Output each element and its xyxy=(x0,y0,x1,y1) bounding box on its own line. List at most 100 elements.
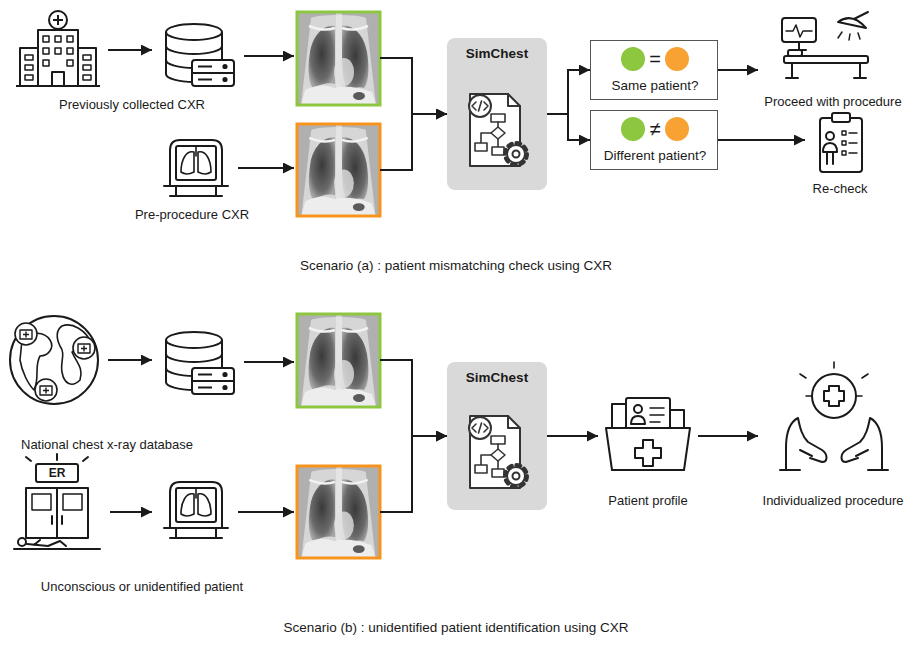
hospital-icon-part-part xyxy=(43,36,49,42)
globe-icon-part-part xyxy=(81,346,87,352)
care-hands-icon-part xyxy=(780,450,888,470)
flow-arrow-part xyxy=(108,49,152,51)
hospital-icon xyxy=(16,11,100,86)
xray-machine-icon xyxy=(164,482,228,538)
clipboard-icon-part-part xyxy=(842,151,846,155)
clipboard-icon-part xyxy=(842,131,857,155)
hospital-icon-part-part xyxy=(67,36,73,42)
care-hands-icon-part xyxy=(800,362,868,396)
relation-symbol: = xyxy=(649,47,661,71)
node-label: Individualized procedure xyxy=(763,492,904,510)
node-icon xyxy=(665,47,689,71)
hospital-icon-part-part xyxy=(55,36,61,42)
patient-folder-icon-part xyxy=(635,440,661,466)
flow-arrow-part xyxy=(108,359,152,361)
chest-xray-image-part xyxy=(297,12,380,105)
xray-machine-icon xyxy=(164,140,228,196)
emergency-room-icon-part xyxy=(32,494,51,510)
procedure-room-icon-part xyxy=(838,32,860,40)
globe-icon-part-part xyxy=(73,337,95,359)
source-row: National chest x-ray database xyxy=(6,308,380,456)
globe-icon-part xyxy=(15,323,95,401)
hospital-icon-part-part xyxy=(55,48,61,54)
clipboard-icon-part-part xyxy=(842,141,846,145)
connector-arrow xyxy=(380,114,447,170)
source-row: Previously collected CXR xyxy=(8,6,380,118)
emergency-room-icon-part xyxy=(18,538,26,546)
procedure-room-icon-part xyxy=(782,18,816,42)
globe-icon xyxy=(10,316,98,404)
node-icon xyxy=(665,117,689,141)
scenario-caption: Scenario (b) : unidentified patient iden… xyxy=(283,619,628,637)
outcome-step: Patient profile xyxy=(598,392,698,510)
connector-arrow xyxy=(547,435,598,437)
hospital-icon-part-part xyxy=(25,55,33,60)
node-label: Same patient? xyxy=(611,77,698,95)
globe-icon-part-part xyxy=(15,323,37,345)
emergency-room-icon-part xyxy=(36,464,78,482)
procedure-room-icon-part xyxy=(792,42,806,50)
outcome-step: Re-check xyxy=(805,110,875,202)
procedure-room-icon-part xyxy=(788,50,802,56)
care-hands-icon-part xyxy=(842,418,883,470)
hospital-icon-part xyxy=(20,48,38,86)
hospital-icon-part-part xyxy=(83,55,91,60)
emergency-room-icon-part xyxy=(63,494,82,510)
emergency-room-icon xyxy=(14,454,100,549)
procedure-room-icon-part xyxy=(838,18,866,28)
connector-arrow xyxy=(718,69,758,71)
node-icon xyxy=(469,94,527,166)
patient-folder-icon-part xyxy=(650,408,664,422)
connector-arrow xyxy=(547,70,590,114)
clipboard-icon-part xyxy=(823,143,837,152)
globe-icon-part xyxy=(10,316,98,404)
connector-arrow xyxy=(380,436,447,512)
connector-arrow xyxy=(547,114,590,140)
flow-arrow-part xyxy=(244,55,294,57)
hospital-icon-part xyxy=(78,48,96,86)
model-box: SimChest xyxy=(447,362,547,510)
emergency-room-icon-part xyxy=(27,540,66,546)
hospital-icon-part-part xyxy=(43,48,49,54)
hospital-icon-part-part xyxy=(83,75,91,80)
hospital-icon-part xyxy=(16,85,100,87)
node-icon xyxy=(469,416,527,488)
node-label: Proceed with procedure xyxy=(764,93,901,111)
care-hands-icon-part xyxy=(786,418,827,470)
globe-icon-part-part xyxy=(78,344,90,353)
node-label: SimChest xyxy=(466,369,528,387)
flow-arrow-part xyxy=(244,361,294,363)
chest-xray-image-part xyxy=(297,314,380,407)
node-label: Re-check xyxy=(813,180,868,198)
clipboard-icon xyxy=(820,113,862,172)
chest-xray-image-part xyxy=(297,466,380,558)
database-icon xyxy=(166,332,234,394)
connector-arrow xyxy=(698,435,758,437)
flow-arrow-part xyxy=(238,511,294,513)
node-label: SimChest xyxy=(466,45,528,63)
care-hands-icon xyxy=(780,362,888,470)
source-row: Unconscious or unidentified patient xyxy=(10,460,380,600)
chest-xray-image-part xyxy=(297,12,380,105)
sign-text: ER xyxy=(49,465,66,481)
chest-xray-image-part xyxy=(297,314,380,407)
node-label: Patient profile xyxy=(608,492,688,510)
hospital-icon-part-part xyxy=(25,65,33,70)
emergency-room-icon-part xyxy=(56,488,58,538)
hospital-icon-part xyxy=(49,11,67,29)
clipboard-icon-part xyxy=(832,113,850,122)
decision-box: = Same patient? xyxy=(590,40,718,100)
clipboard-icon-part xyxy=(820,118,862,172)
patient-folder-icon-part xyxy=(634,405,642,413)
globe-icon-part-part xyxy=(23,332,29,338)
procedure-room-icon-part xyxy=(786,63,866,78)
chest-xray-image-part xyxy=(297,466,379,558)
emergency-room-icon-part xyxy=(26,454,88,461)
connector-arrow xyxy=(380,360,447,436)
globe-icon-part-part xyxy=(43,388,49,394)
care-hands-icon-part xyxy=(812,374,856,418)
outcome-step: Individualized procedure xyxy=(758,366,908,510)
chest-xray-image-part xyxy=(297,124,379,216)
clipboard-icon-part-part xyxy=(842,131,846,135)
node-label: Different patient? xyxy=(604,147,707,165)
